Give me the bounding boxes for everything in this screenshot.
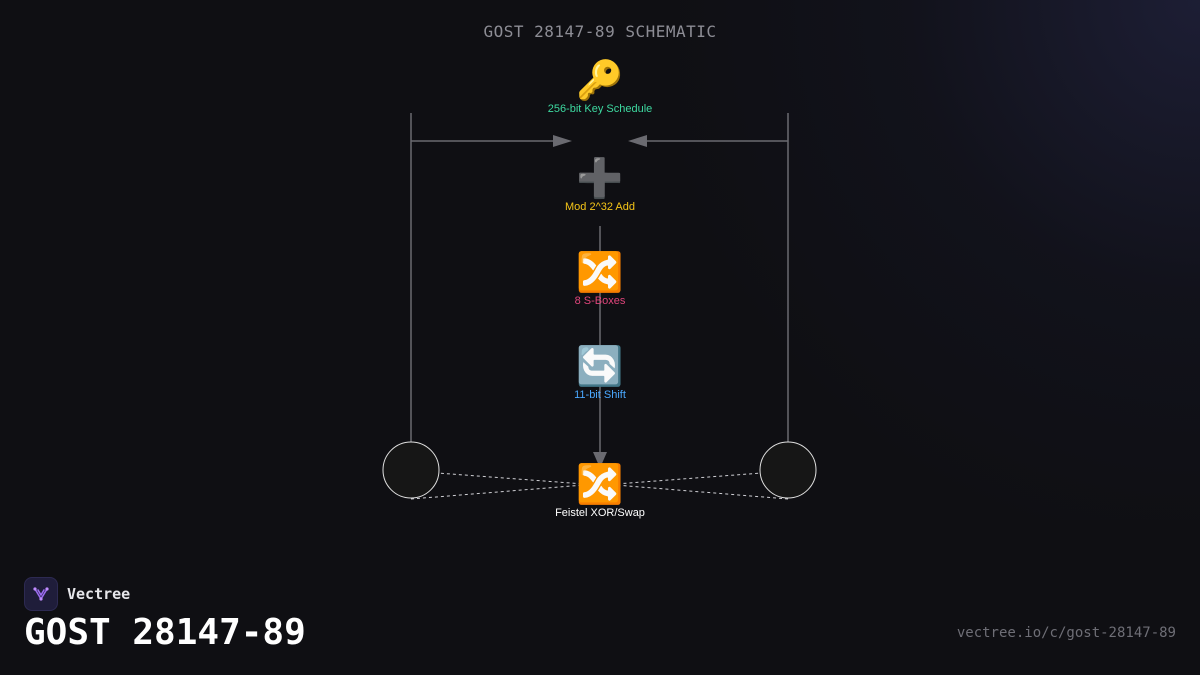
left-feed-arrowhead (553, 135, 572, 147)
plus-icon: ➕ (576, 158, 624, 200)
node-shift: 🔄 11-bit Shift (500, 345, 700, 401)
brand-name: Vectree (67, 585, 131, 603)
right-half-block-circle (759, 441, 817, 499)
node-sboxes: 🔀 8 S-Boxes (500, 251, 700, 307)
main-flow-arrowhead (593, 452, 607, 468)
mod-add-label: Mod 2^32 Add (565, 201, 635, 213)
key-icon: 🔑 (576, 60, 624, 102)
sboxes-label: 8 S-Boxes (574, 295, 626, 307)
diagram-title: GOST 28147-89 SCHEMATIC (483, 22, 717, 41)
vectree-logo-icon (24, 577, 58, 611)
page-url: vectree.io/c/gost-28147-89 (956, 625, 1176, 641)
feistel-label: Feistel XOR/Swap (555, 507, 645, 519)
node-key-schedule: 🔑 256-bit Key Schedule (500, 59, 700, 115)
cross-line-left-bottom (410, 484, 585, 500)
node-feistel: 🔀 Feistel XOR/Swap (500, 463, 700, 519)
right-feed-arrowhead (628, 135, 647, 147)
cross-line-right-top (615, 470, 789, 485)
cross-line-right-bottom (615, 484, 789, 500)
key-schedule-label: 256-bit Key Schedule (547, 103, 653, 115)
left-half-block-circle (382, 441, 440, 499)
shift-label: 11-bit Shift (574, 389, 626, 401)
brand: Vectree (24, 577, 130, 611)
cross-line-left-top (410, 470, 585, 485)
node-mod-add: ➕ Mod 2^32 Add (500, 157, 700, 213)
shuffle-icon: 🔀 (576, 252, 624, 294)
shuffle-icon: 🔀 (576, 464, 624, 506)
page-title: GOST 28147-89 (24, 612, 306, 653)
rotate-arrows-icon: 🔄 (576, 346, 624, 388)
